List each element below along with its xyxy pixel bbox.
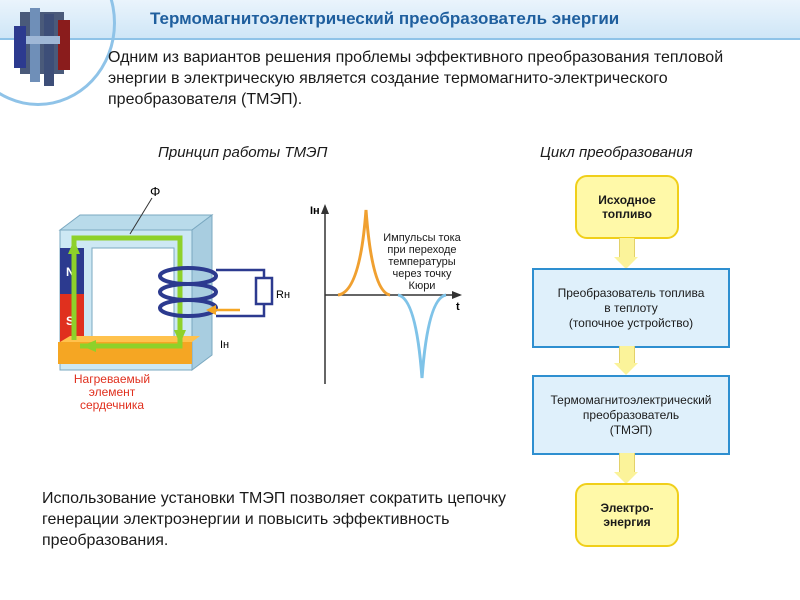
heated-element-label: Нагреваемый элемент сердечника <box>73 372 151 412</box>
resistor <box>254 276 274 306</box>
graph-x-arrow <box>452 291 462 299</box>
principle-caption: Принцип работы ТМЭП <box>158 144 328 161</box>
intro-text: Одним из вариантов решения проблемы эффе… <box>108 49 724 108</box>
cycle-arrow-2 <box>614 346 638 375</box>
header-bar <box>0 0 800 40</box>
graph-x-label: t <box>456 301 460 313</box>
pole-n-label: N <box>66 265 75 279</box>
core-top <box>58 214 214 231</box>
pulse-note: Импульсы тока при переходе температуры ч… <box>383 232 461 292</box>
graph-y-label: Iн <box>310 205 320 217</box>
cycle-arrow-1 <box>614 238 638 269</box>
resistor-label: Rн <box>276 289 290 301</box>
cycle-step-electricity: Электро- энергия <box>575 483 679 547</box>
current-arrow-head <box>206 305 216 315</box>
circuit-top-wire <box>216 268 266 278</box>
flux-pointer <box>129 197 153 235</box>
current-pulse-graph: Iн t <box>310 204 462 384</box>
flux-arrow-left <box>82 340 96 352</box>
flux-arrow-up <box>68 240 80 254</box>
cycle-step-tmep: Термомагнитоэлектрический преобразовател… <box>532 375 730 455</box>
current-label: Iн <box>220 339 229 351</box>
logo-icon <box>14 8 70 86</box>
flux-arrow-down <box>174 330 186 344</box>
tmep-principle-diagram: N S Φ Rн Iн <box>58 184 290 371</box>
conclusion-text: Использование установки ТМЭП позволяет с… <box>42 490 507 549</box>
cycle-caption: Цикл преобразования <box>540 144 693 161</box>
cycle-arrow-3 <box>614 453 638 484</box>
core-right-side <box>191 214 213 371</box>
circuit-bottom-wire <box>216 304 266 318</box>
pole-s-label: S <box>66 314 74 328</box>
graph-y-arrow <box>321 204 329 214</box>
cycle-step-fuel: Исходное топливо <box>575 175 679 239</box>
flux-label: Φ <box>150 184 160 199</box>
negative-pulse <box>397 293 447 379</box>
page-title: Термомагнитоэлектрический преобразовател… <box>150 9 620 28</box>
cycle-step-furnace: Преобразователь топлива в теплоту (топоч… <box>532 268 730 348</box>
positive-pulse <box>337 209 391 297</box>
flux-loop <box>71 235 183 349</box>
